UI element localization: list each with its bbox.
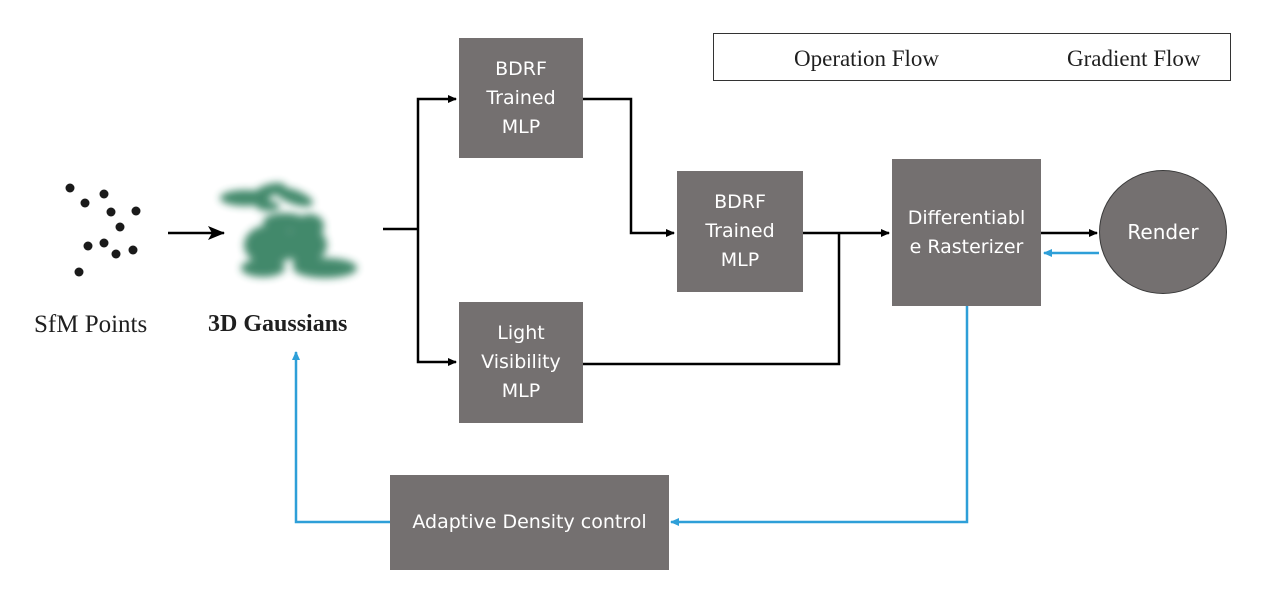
box-line: MLP	[501, 115, 541, 138]
gradient-rasterizer-to-density	[670, 306, 969, 526]
gaussians-label: 3D Gaussians	[208, 311, 348, 337]
gradient-density-to-gaussians	[292, 351, 390, 524]
rasterizer-box: Differentiabl e Rasterizer	[892, 159, 1041, 306]
light-visibility-box: Light Visibility MLP	[459, 302, 583, 423]
arrow-light-to-rasterizer	[583, 233, 841, 366]
legend-gradient-label: Gradient Flow	[1067, 46, 1201, 71]
arrow-brdf-top-to-brdf-mid	[583, 97, 675, 237]
legend-operation-label: Operation Flow	[794, 46, 940, 71]
box-line: e Rasterizer	[909, 235, 1024, 258]
gaussians-icon	[220, 182, 357, 278]
render-node: Render	[1099, 170, 1227, 294]
box-line: BDRF	[714, 191, 766, 213]
brdf-mlp-mid-box: BDRF Trained MLP	[677, 171, 803, 292]
box-line: Trained	[486, 86, 556, 109]
box-line: Visibility	[481, 351, 561, 373]
gradient-flow-lines	[292, 249, 1099, 526]
box-line: BDRF	[495, 57, 547, 80]
arrow-to-light-visibility	[416, 229, 457, 366]
brdf-mlp-top-box: BDRF Trained MLP	[459, 38, 583, 158]
adaptive-density-box: Adaptive Density control	[390, 475, 669, 570]
adaptive-density-label: Adaptive Density control	[412, 511, 647, 533]
box-line: Differentiabl	[907, 206, 1026, 229]
legend	[713, 33, 1231, 81]
box-line: MLP	[720, 249, 760, 271]
operation-flow-lines	[383, 95, 1098, 366]
render-label: Render	[1127, 220, 1199, 244]
box-line: Light	[497, 322, 545, 344]
box-line: Trained	[705, 220, 775, 242]
sfm-points-label: SfM Points	[34, 311, 148, 338]
box-line: MLP	[501, 380, 541, 402]
arrow-to-brdf-top	[416, 95, 457, 229]
sfm-points-icon	[65, 183, 141, 277]
